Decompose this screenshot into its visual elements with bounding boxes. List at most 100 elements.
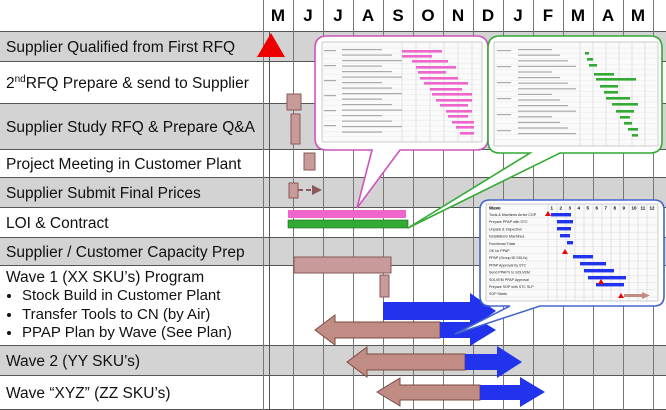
inset-pink-bar — [424, 82, 468, 85]
ppap-plan-bar — [567, 241, 573, 245]
inset-text-line — [518, 133, 576, 135]
contract-bar — [287, 219, 409, 229]
grid-line — [263, 0, 264, 410]
inset-pink-bar — [432, 93, 472, 96]
inset-pink-bar — [430, 88, 462, 91]
ppap-plan-column-label: 2 — [560, 206, 563, 211]
label-main: Supplier Study RFQ & Prepare Q&A — [6, 118, 255, 136]
month-label: O — [421, 6, 435, 25]
row-label-text: Supplier Qualified from First RFQ — [6, 38, 235, 57]
ppap-plan-bar — [551, 213, 571, 217]
inset-text-line — [518, 88, 576, 90]
arrow-head — [312, 185, 322, 195]
inset-green-bar — [600, 85, 618, 88]
inset-text-line — [518, 60, 568, 62]
inset-green-bar — [604, 91, 618, 94]
row-label: 2ndRFQ Prepare & send to Supplier — [0, 62, 270, 104]
header-row — [0, 0, 666, 32]
inset-green-bar — [587, 58, 593, 61]
inset-text-line — [342, 93, 402, 95]
ppap-plan-task-label: Tools & Machines Arrive CGP — [489, 213, 537, 217]
ppap-plan-column-label: 11 — [641, 206, 646, 211]
inset-text-line — [342, 76, 402, 78]
row-background — [0, 150, 666, 178]
inset-pink-bar — [456, 126, 474, 129]
inset-text-line — [342, 87, 392, 89]
row-bullet-item: Transfer Tools to CN (by Air) — [22, 306, 263, 325]
inset-green-bar — [628, 128, 638, 131]
row-background — [0, 346, 666, 376]
inset-text-line — [518, 105, 568, 107]
label-main: RFQ Prepare & send to Supplier — [25, 74, 249, 92]
label-main: Wave “XYZ” (ZZ SKU’s) — [6, 384, 171, 402]
ppap-plan-task-label: Prepare PPAP with STC — [489, 220, 528, 224]
task-bar — [303, 152, 316, 171]
inset-pink-bar — [446, 110, 472, 113]
task-bar — [290, 113, 301, 145]
row-label: LOI & Contract — [0, 208, 270, 238]
inset-text-line — [342, 104, 392, 106]
ppap-plan-bar — [557, 220, 573, 224]
inset-text-line — [342, 71, 392, 73]
inset-text-line — [518, 49, 552, 51]
inset-text-line — [342, 98, 382, 100]
ppap-plan-column-label: 8 — [614, 206, 617, 211]
row-label-text: LOI & Contract — [6, 214, 109, 233]
grid-line — [323, 0, 324, 410]
wave3-brown-arrow — [376, 377, 481, 407]
row-bullet-item: PPAP Plan by Wave (See Plan) — [22, 324, 263, 343]
inset-green-bar — [632, 134, 638, 137]
inset-text-line — [497, 82, 511, 84]
inset-text-line — [497, 130, 511, 132]
month-label: J — [303, 6, 313, 25]
label-main: Wave 2 (YY SKU’s) — [6, 352, 141, 370]
month-label: N — [451, 6, 465, 25]
inset-green-bar — [606, 97, 630, 100]
inset-green-bar — [594, 73, 614, 76]
ppap-plan-column-label: 7 — [605, 206, 608, 211]
ppap-plan-task-label: OK for PPAP — [489, 249, 510, 253]
grid-line — [353, 0, 354, 410]
row-label: Project Meeting in Customer Plant — [0, 150, 270, 178]
ppap-plan-bar — [624, 294, 642, 297]
inset-text-line — [497, 98, 511, 100]
inset-text-line — [342, 109, 402, 111]
inset-pink-bar — [416, 66, 456, 69]
inset-text-line — [518, 77, 560, 79]
row-label: Wave “XYZ” (ZZ SKU’s) — [0, 376, 270, 410]
month-label: F — [542, 6, 554, 25]
ppap-plan-column-label: 3 — [569, 206, 572, 211]
ppap-plan-milestone — [618, 293, 624, 298]
milestone-triangle — [257, 33, 285, 57]
grid-line — [413, 0, 414, 410]
inset-text-line — [324, 65, 336, 67]
row-label-text: Project Meeting in Customer Plant — [6, 155, 241, 174]
month-label: A — [361, 6, 375, 25]
inset-text-line — [518, 71, 552, 73]
inset-text-line — [342, 131, 382, 133]
inset-text-line — [342, 120, 392, 122]
ppap-plan-milestone — [598, 279, 604, 284]
row-label-text: Supplier Submit Final Prices — [6, 184, 201, 203]
inset-text-line — [324, 95, 336, 97]
inset-green-bar — [589, 64, 597, 67]
inset-text-line — [342, 126, 402, 128]
month-label: D — [481, 6, 495, 25]
inset-text-line — [518, 54, 560, 56]
month-label: M — [630, 6, 646, 25]
label-main: Supplier Qualified from First RFQ — [6, 38, 236, 56]
inset-text-line — [497, 50, 511, 52]
month-label: J — [513, 6, 523, 25]
ppap-plan-task-label: Unpack & Inspection — [489, 227, 522, 231]
month-label: M — [570, 6, 586, 25]
inset-text-line — [324, 110, 336, 112]
inset-pink-bar — [402, 55, 432, 58]
ppap-plan-bar — [580, 262, 606, 266]
grid-line — [443, 0, 444, 410]
inset-text-line — [497, 66, 511, 68]
inset-text-line — [497, 114, 511, 116]
inset-pink-bar — [448, 115, 468, 118]
task-bar — [288, 182, 299, 199]
inset-text-line — [518, 116, 552, 118]
